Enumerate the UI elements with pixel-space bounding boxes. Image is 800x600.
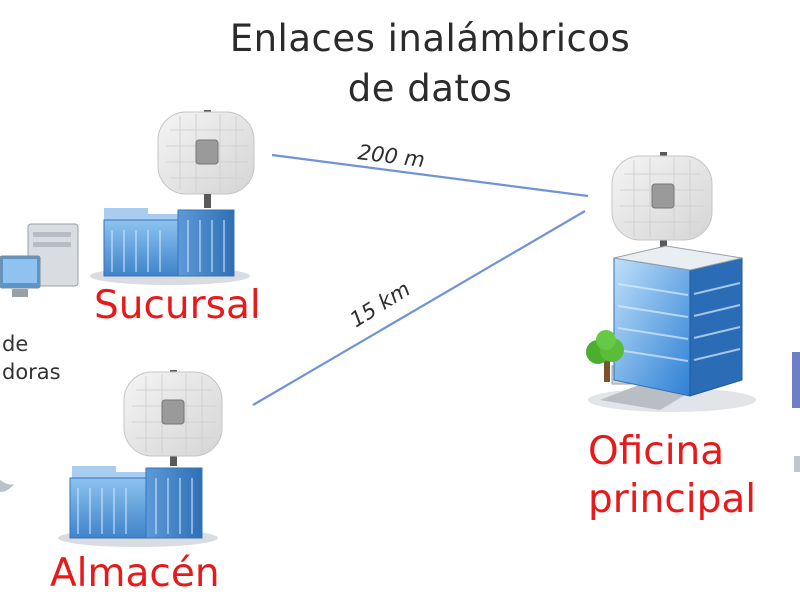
partial-right-mark: [794, 456, 800, 472]
link-line-sucursal-oficina: [271, 153, 589, 198]
almacen-building-icon: [58, 466, 218, 547]
label-oficina-line-1: Oficina: [588, 429, 725, 474]
partial-left-label-line-2: doras: [2, 360, 61, 384]
title-line-2: de datos: [347, 67, 513, 110]
tree-icon: [586, 330, 624, 382]
label-oficina-line-2: principal: [588, 477, 757, 522]
partial-icon: [0, 480, 14, 492]
oficina-antenna-icon: [611, 152, 713, 250]
label-sucursal: Sucursal: [94, 283, 261, 328]
diagram-title: Enlaces inalámbricos de datos: [180, 14, 680, 114]
label-oficina-principal: Oficina principal: [588, 428, 756, 524]
partial-right-icon: [792, 352, 800, 408]
title-line-1: Enlaces inalámbricos: [229, 17, 631, 60]
partial-left-label: de doras: [2, 330, 61, 386]
computer-icon: [0, 223, 79, 297]
label-almacen: Almacén: [50, 551, 220, 596]
link-line-almacen-oficina: [252, 210, 586, 406]
oficina-building-icon: [588, 245, 756, 412]
partial-left-label-line-1: de: [2, 332, 29, 356]
sucursal-antenna-icon: [157, 110, 255, 208]
almacen-antenna-icon: [123, 370, 223, 466]
sucursal-building-icon: [90, 208, 250, 285]
